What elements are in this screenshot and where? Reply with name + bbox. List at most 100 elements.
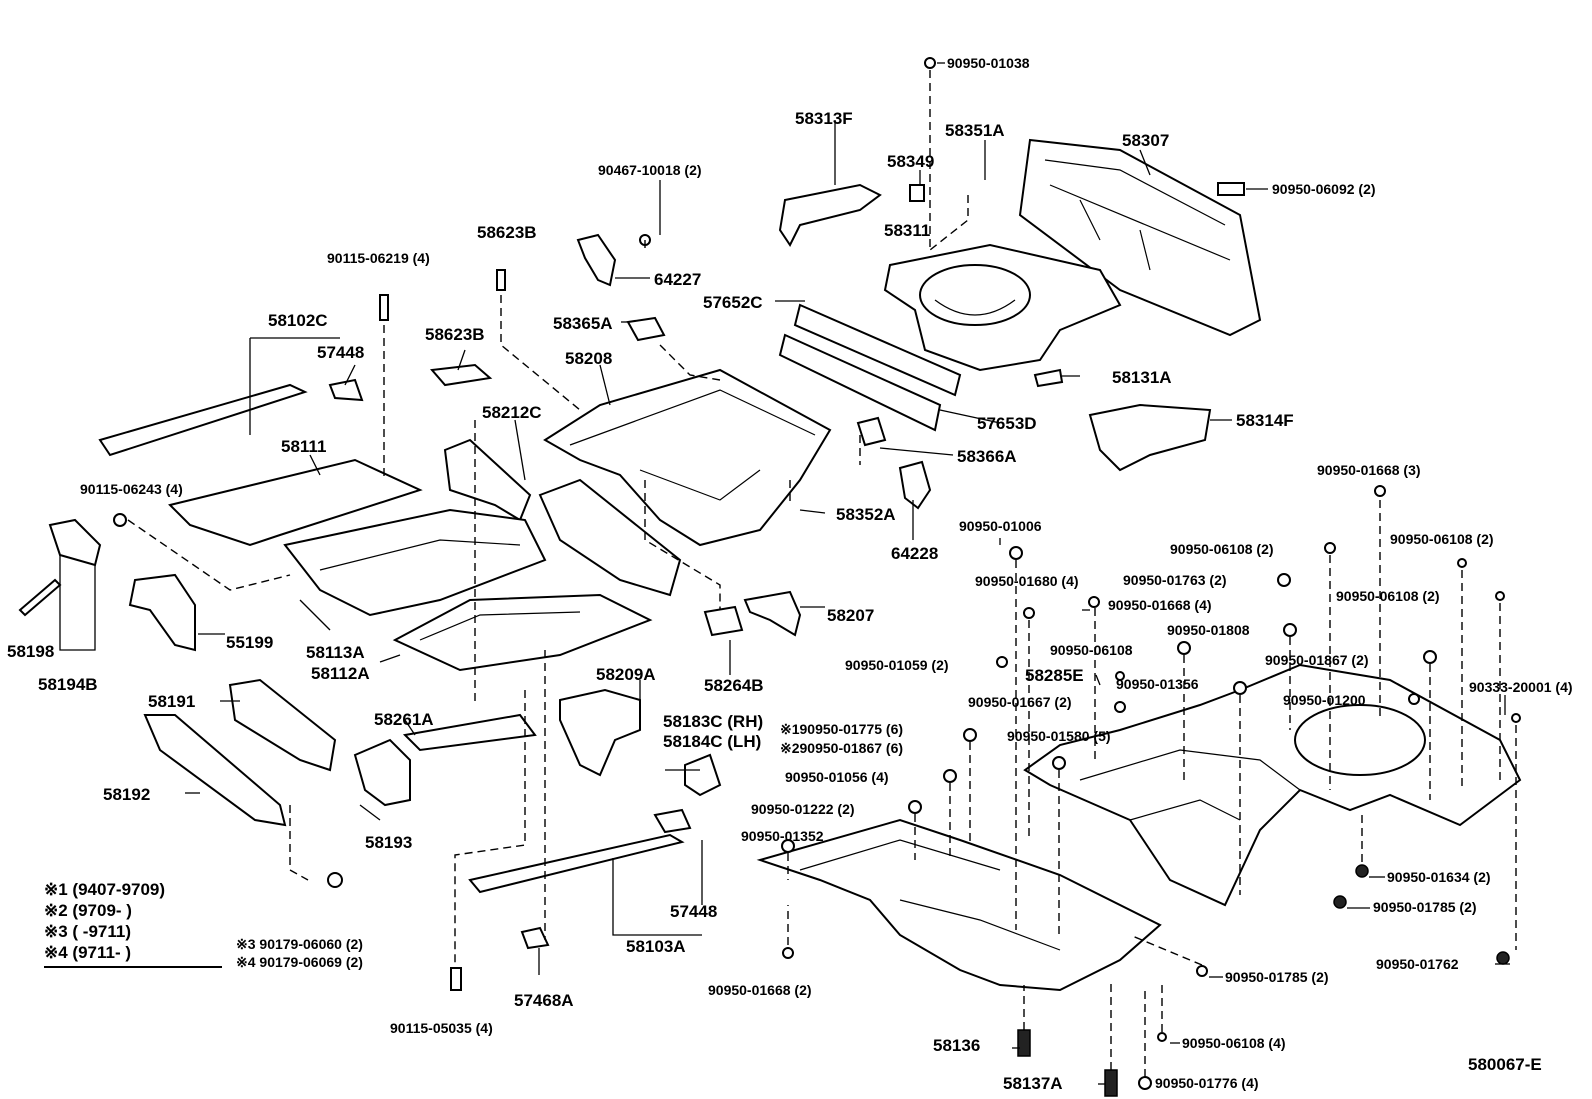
part-57468A-bracket — [520, 926, 550, 950]
label-58136: 58136 — [933, 1036, 981, 1055]
label-57468A: 57468A — [514, 991, 574, 1010]
part-58209A-bracket — [559, 688, 641, 777]
label-58365A: 58365A — [553, 314, 613, 333]
label-58198: 58198 — [7, 642, 55, 661]
label-58313F: 58313F — [795, 109, 853, 128]
label-90179-06060: ※3 90179-06060 (2) — [236, 936, 363, 952]
label-90950-01006: 90950-01006 — [959, 518, 1042, 534]
label-58207: 58207 — [827, 606, 875, 625]
label-58208: 58208 — [565, 349, 613, 368]
part-58212C-member — [443, 438, 682, 597]
part-57652C-cross-member — [778, 303, 962, 432]
label-58111: 58111 — [281, 437, 327, 456]
label-90950-01038: 90950-01038 — [947, 55, 1030, 71]
label-90115-06219: 90115-06219 (4) — [327, 250, 430, 266]
legend-row: ※1 (9407-9709) — [44, 880, 166, 899]
part-58623B-pad — [430, 363, 493, 387]
label-58103A: 58103A — [626, 937, 686, 956]
diagram-code: 580067-E — [1468, 1055, 1542, 1074]
label-90333-20001: 90333-20001 (4) — [1469, 679, 1573, 695]
label-90950-01785-b: 90950-01785 (2) — [1225, 969, 1329, 985]
label-55199: 55199 — [226, 633, 274, 652]
label-58366A: 58366A — [957, 447, 1017, 466]
part-58311-spare-tire-pan — [883, 243, 1122, 372]
part-58111-front-floor — [168, 458, 423, 547]
label-58131A: 58131A — [1112, 368, 1172, 387]
label-58349: 58349 — [887, 152, 935, 171]
label-90950-01667: 90950-01667 (2) — [968, 694, 1072, 710]
label-90950-01056: 90950-01056 (4) — [785, 769, 889, 785]
label-58623B: 58623B — [425, 325, 485, 344]
label-90950-01867-6: ※290950-01867 (6) — [780, 740, 904, 756]
part-58208-rear-floor — [543, 368, 832, 547]
label-90179-06069: ※4 90179-06069 (2) — [236, 954, 363, 970]
label-90950-01200: 90950-01200 — [1283, 692, 1366, 708]
label-58285E: 58285E — [1025, 666, 1084, 685]
label-90950-06108-2b: 90950-06108 (2) — [1390, 531, 1494, 547]
legend-row: ※2 (9709- ) — [44, 901, 132, 920]
label-58212C: 58212C — [482, 403, 542, 422]
legend-underline — [44, 966, 222, 968]
part-58191-silencer — [228, 678, 337, 772]
part-58193-bracket — [353, 738, 411, 807]
label-57448-top: 57448 — [317, 343, 365, 362]
label-90950-01775: ※190950-01775 (6) — [780, 721, 904, 737]
label-64228: 64228 — [891, 544, 939, 563]
label-90950-01763: 90950-01763 (2) — [1123, 572, 1227, 588]
label-90950-01668-3: 90950-01668 (3) — [1317, 462, 1421, 478]
part-58194B-bracket — [18, 518, 102, 617]
part-58131A-bracket — [1033, 368, 1064, 388]
label-90950-01356: 90950-01356 — [1116, 676, 1199, 692]
part-58314F-extension — [1088, 403, 1212, 472]
label-58352A: 58352A — [836, 505, 896, 524]
label-58209A: 58209A — [596, 665, 656, 684]
label-90950-01867-2: 90950-01867 (2) — [1265, 652, 1369, 668]
label-58307: 58307 — [1122, 131, 1170, 150]
assembly-lines — [127, 70, 1517, 1077]
label-90950-01668-4: 90950-01668 (4) — [1108, 597, 1212, 613]
part-58183C-bracket — [684, 753, 722, 797]
label-90950-01808: 90950-01808 — [1167, 622, 1250, 638]
label-58184C: 58184C (LH) — [663, 732, 762, 751]
label-90950-06092: 90950-06092 (2) — [1272, 181, 1376, 197]
label-58193: 58193 — [365, 833, 413, 852]
label-58194B: 58194B — [38, 675, 98, 694]
label-90467-10018: 90467-10018 (2) — [598, 162, 702, 178]
label-58311: 58311 — [884, 221, 931, 240]
legend-row: ※4 (9711- ) — [44, 943, 132, 962]
part-64228-bracket — [898, 460, 932, 510]
label-90950-06108: 90950-06108 — [1050, 642, 1133, 658]
label-90950-01059: 90950-01059 (2) — [845, 657, 949, 673]
label-90950-01634: 90950-01634 (2) — [1387, 869, 1491, 885]
label-58102C: 58102C — [268, 311, 328, 330]
label-90950-01762: 90950-01762 — [1376, 956, 1459, 972]
label-90950-01776: 90950-01776 (4) — [1155, 1075, 1259, 1091]
label-57448-bottom: 57448 — [670, 902, 718, 921]
label-58113A: 58113A — [306, 643, 365, 662]
part-58261A-member — [402, 713, 537, 752]
label-58183C: 58183C (RH) — [663, 712, 764, 731]
label-90950-06108-2c: 90950-06108 (2) — [1336, 588, 1440, 604]
leader-lines — [59, 62, 1510, 1085]
part-58307-rear-panel — [1018, 138, 1262, 337]
hardware — [113, 57, 1521, 1097]
part-58366A-pad — [856, 416, 887, 447]
label-90950-06108-4: 90950-06108 (4) — [1182, 1035, 1286, 1051]
part-58313F-bracket — [778, 183, 882, 247]
label-57652C: 57652C — [703, 293, 763, 312]
label-58314F: 58314F — [1236, 411, 1294, 430]
label-58351A: 58351A — [945, 121, 1005, 140]
label-90950-01680: 90950-01680 (4) — [975, 573, 1079, 589]
label-90950-01668-2: 90950-01668 (2) — [708, 982, 812, 998]
label-64227: 64227 — [654, 270, 702, 289]
date-range-legend: ※1 (9407-9709) ※2 (9709- ) ※3 ( -9711) ※… — [44, 880, 224, 968]
label-90950-01352: 90950-01352 — [741, 828, 824, 844]
label-58623B-top: 58623B — [477, 223, 537, 242]
part-58264B-bracket — [703, 605, 744, 637]
part-floor-pan-assembly — [756, 818, 1162, 992]
label-90950-06108-2a: 90950-06108 (2) — [1170, 541, 1274, 557]
label-58261A: 58261A — [374, 710, 434, 729]
label-90950-01580: 90950-01580 (5) — [1007, 728, 1111, 744]
